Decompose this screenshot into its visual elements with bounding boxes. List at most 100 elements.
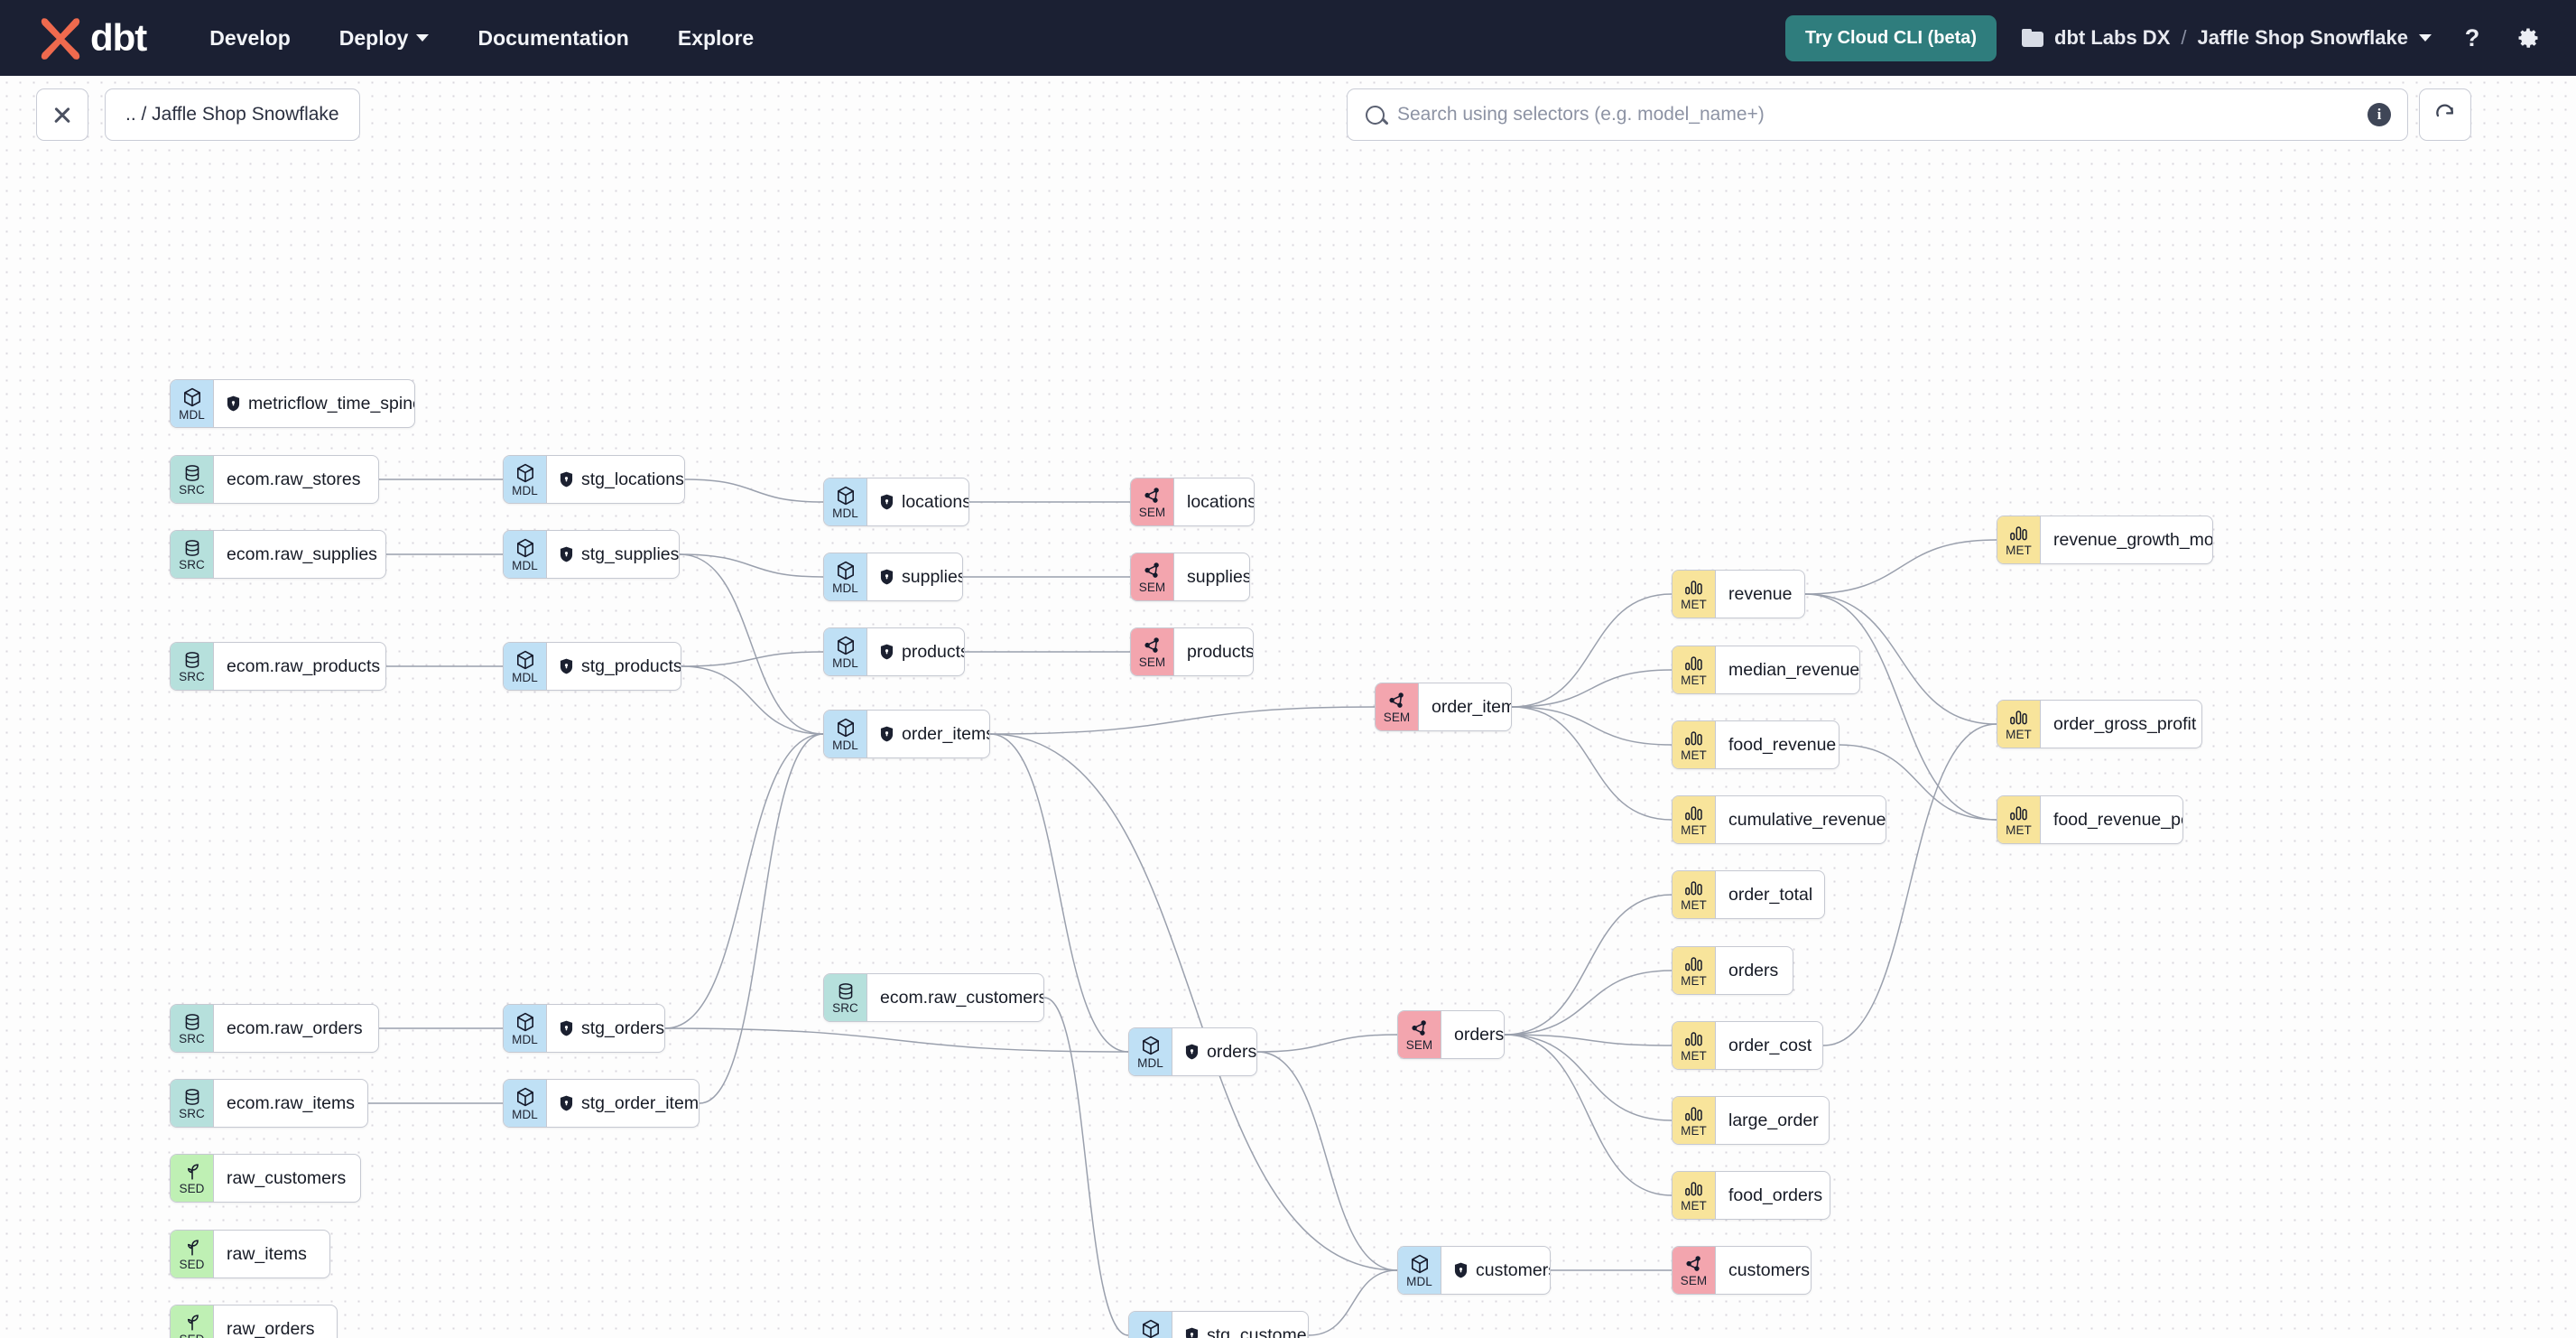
nav-deploy[interactable]: Deploy [339,26,430,51]
node-label: stg_customers [1207,1324,1308,1338]
node-body: ecom.raw_products [214,643,385,690]
nav-develop[interactable]: Develop [209,26,290,51]
chevron-down-icon [2419,34,2432,42]
mdl-type-badge: MDL [504,643,547,690]
met-icon [1683,1029,1704,1049]
node-label: supplies [1187,566,1250,587]
met-type-badge: MET [1997,701,2041,748]
node-body: raw_customers [214,1155,360,1202]
node-label: products [1187,641,1254,662]
graph-node-customers_mdl[interactable]: MDL customers [1397,1246,1551,1295]
edge-orders_mdl-to-sem_orders [1256,1034,1398,1053]
node-label: products [902,641,965,662]
node-type-label: MET [1681,1198,1707,1213]
node-type-label: SEM [1405,1037,1433,1052]
node-type-label: MDL [1137,1055,1163,1070]
edge-stg_order_items-to-order_items [699,733,824,1104]
mdl-icon [514,649,536,671]
met-icon [2008,524,2029,544]
node-body: food_revenue_pct [2041,796,2182,843]
mdl-icon [835,635,857,656]
graph-node-sem_orders[interactable]: SEM orders [1397,1010,1505,1059]
gear-icon[interactable] [2513,23,2544,53]
src-type-badge: SRC [171,643,214,690]
top-navigation-bar: dbt Develop Deploy Documentation Explore… [0,0,2576,76]
mdl-type-badge: MDL [504,1080,547,1127]
node-type-label: MDL [512,558,538,572]
node-type-label: MET [1681,1123,1707,1138]
help-icon[interactable]: ? [2464,23,2480,51]
node-body: ecom.raw_stores [214,456,375,503]
account-project-breadcrumb[interactable]: dbt Labs DX / Jaffle Shop Snowflake [2022,26,2432,50]
mdl-icon [514,537,536,559]
graph-node-met_large_order[interactable]: MET large_order [1672,1096,1830,1145]
search-input[interactable] [1397,104,2355,125]
node-label: median_revenue [1728,659,1860,680]
node-type-label: SEM [1138,505,1166,519]
try-cloud-cli-button[interactable]: Try Cloud CLI (beta) [1785,14,1997,61]
mdl-icon [835,560,857,581]
dbt-logo[interactable]: dbt [36,14,147,62]
nav-explore[interactable]: Explore [678,26,754,51]
node-body: stg_customers [1172,1312,1308,1338]
graph-node-products[interactable]: MDL products [823,627,965,676]
met-type-badge: MET [1673,871,1716,918]
node-type-label: MDL [1406,1274,1432,1288]
close-button[interactable] [36,88,88,141]
node-body: customers [1716,1247,1811,1294]
graph-breadcrumb[interactable]: .. / Jaffle Shop Snowflake [105,88,360,141]
node-label: orders [1454,1024,1505,1045]
node-body: customers [1441,1247,1551,1294]
edge-orders_mdl-to-customers_mdl [1256,1051,1398,1271]
node-label: metricflow_time_spine [248,393,415,413]
search-box[interactable]: i [1347,88,2408,141]
node-type-label: MET [1681,673,1707,687]
node-label: customers [1476,1259,1551,1280]
graph-node-ecom_raw_products[interactable]: SRC ecom.raw_products [170,642,386,691]
info-icon[interactable]: i [2368,103,2391,126]
node-type-label: SRC [179,669,205,683]
node-body: large_order [1716,1097,1829,1144]
node-label: ecom.raw_orders [227,1017,363,1038]
mdl-type-badge: MDL [824,628,867,675]
graph-node-met_median_revenue[interactable]: MET median_revenue [1672,646,1860,694]
refresh-button[interactable] [2419,88,2471,141]
met-type-badge: MET [1673,796,1716,843]
nav-documentation[interactable]: Documentation [477,26,628,51]
